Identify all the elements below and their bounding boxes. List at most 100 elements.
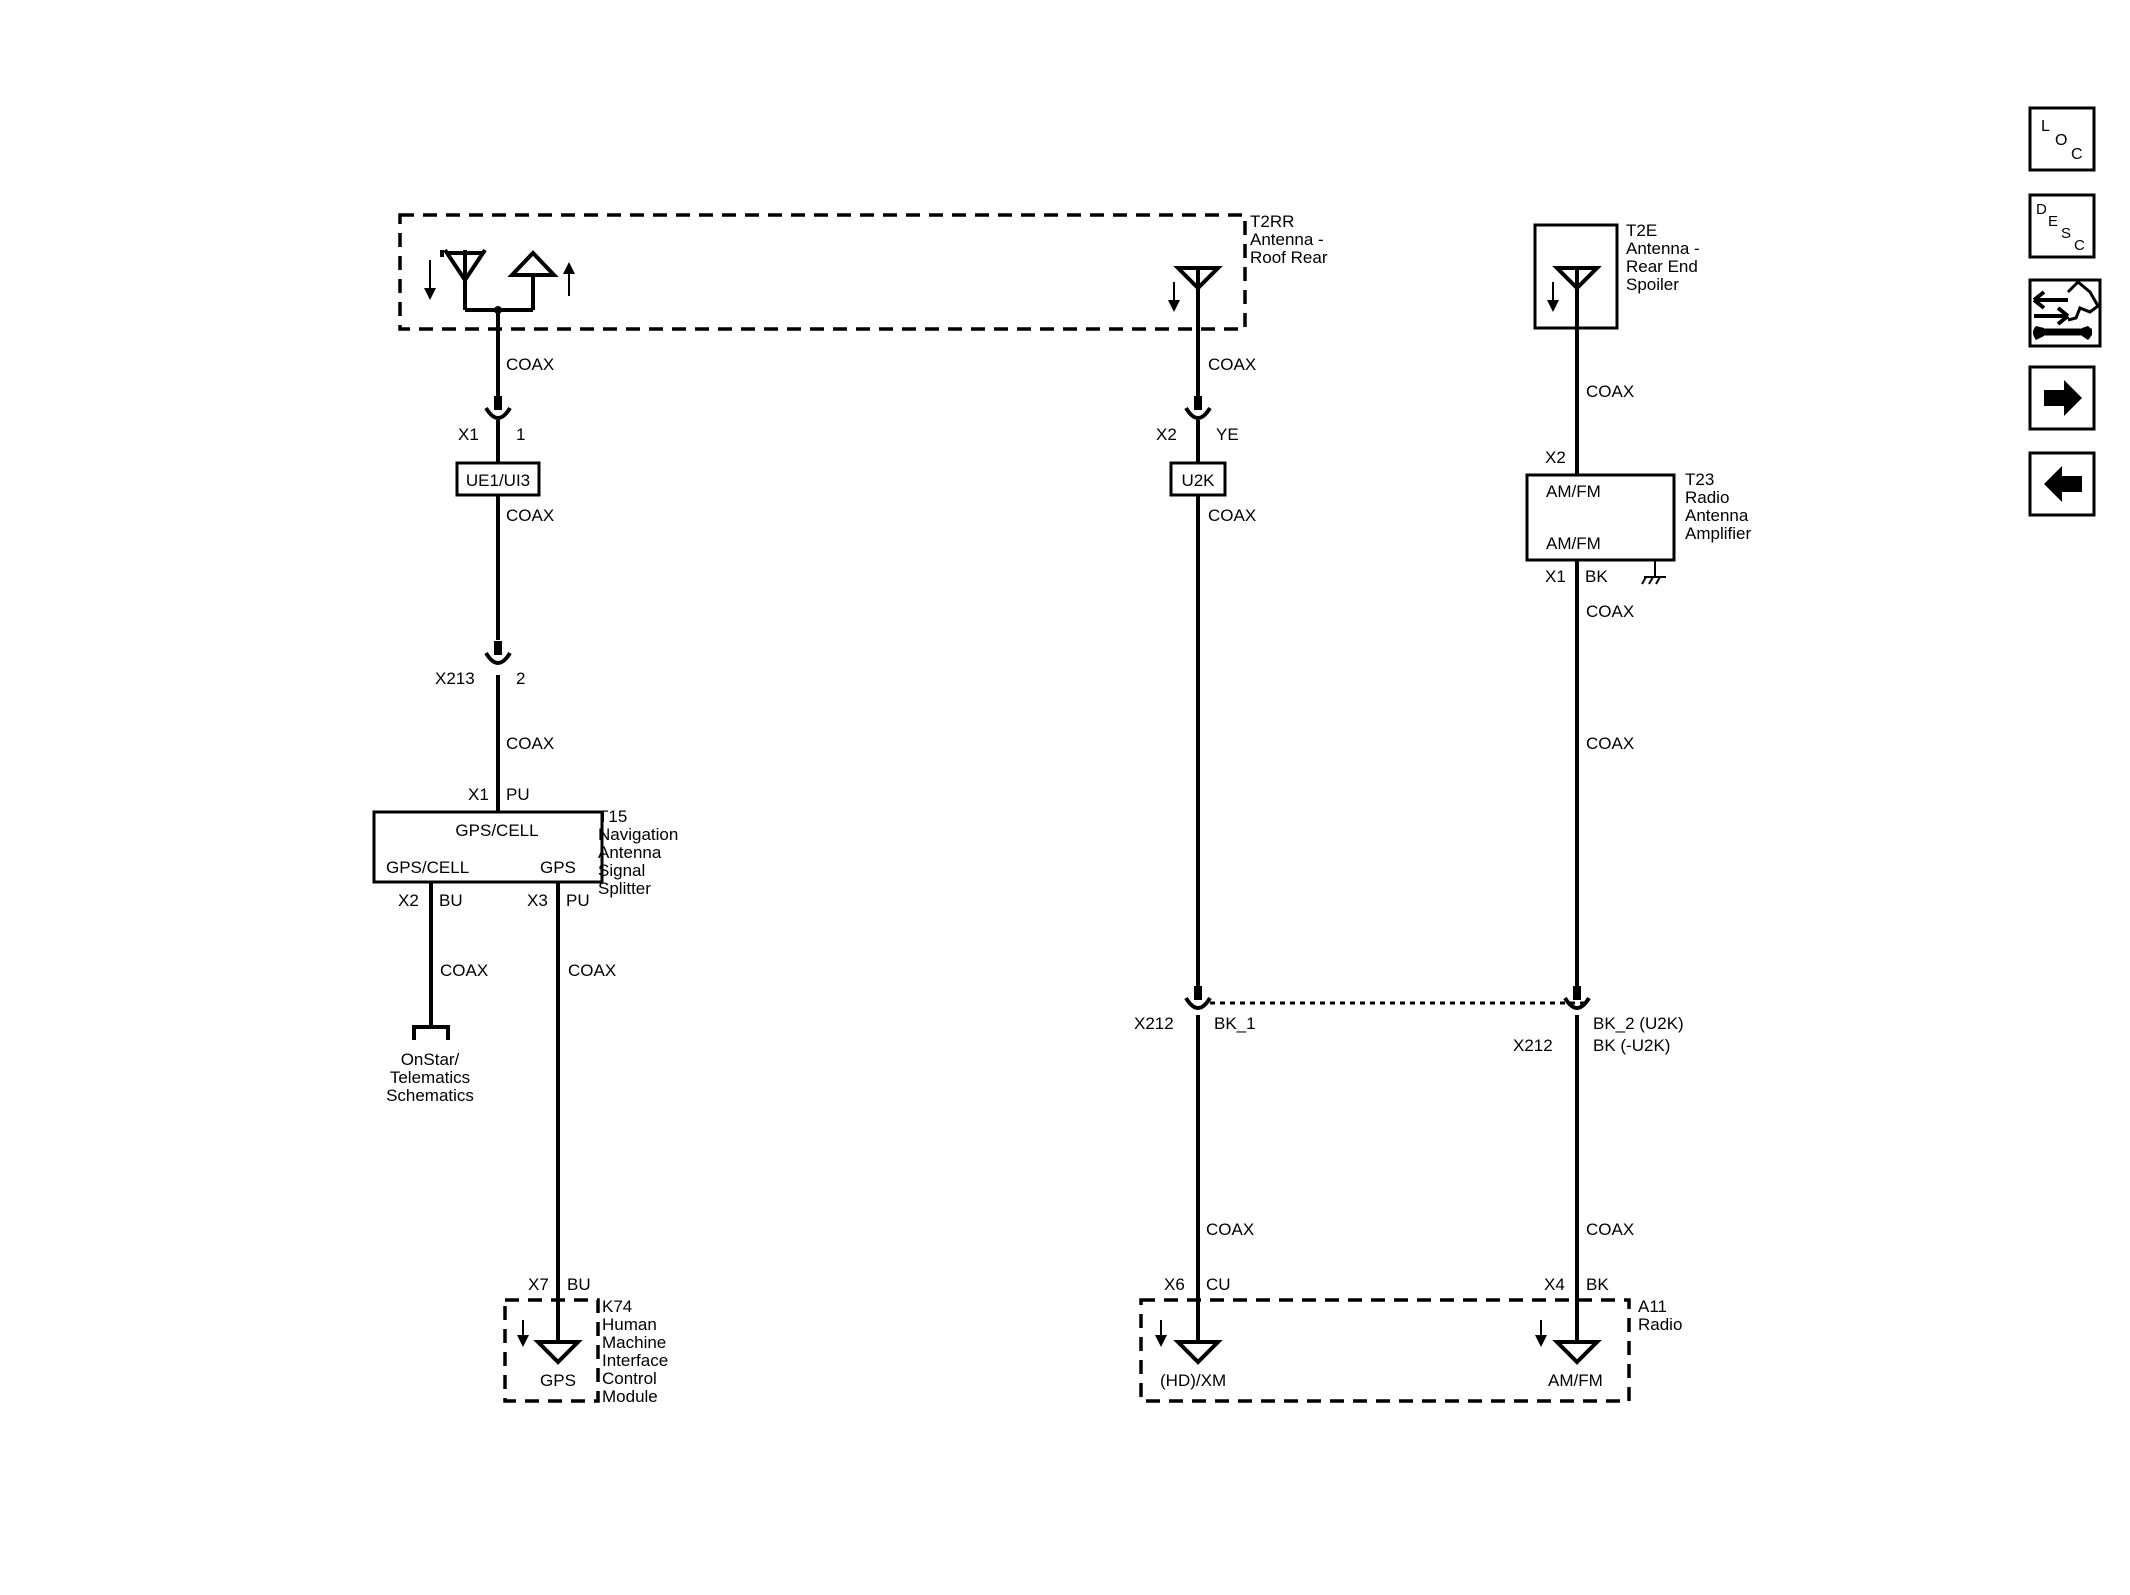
- connector-x1: X1 1: [458, 396, 525, 444]
- a11-radio: X6 CU X4 BK (HD)/XM AM/FM A11 Radio: [1139, 1275, 1682, 1403]
- svg-text:BK_2 (U2K): BK_2 (U2K): [1593, 1014, 1684, 1033]
- svg-text:X213: X213: [435, 669, 475, 688]
- ground-icon: [1641, 560, 1666, 585]
- t2rr-antenna-roof-rear: T2RR Antenna - Roof Rear: [398, 212, 1328, 331]
- previous-page-button[interactable]: [2028, 451, 2096, 517]
- description-button[interactable]: D E S C: [2028, 193, 2096, 259]
- wire-label-coax: COAX: [1586, 734, 1634, 753]
- t2rr-name-1: Antenna -: [1250, 230, 1324, 249]
- k74-human-machine-interface-control-module: X7 BU GPS K74 Human Machine Interface Co…: [503, 1275, 668, 1406]
- down-arrow-icon: [1535, 1320, 1547, 1347]
- t23-id: T23: [1685, 470, 1714, 489]
- location-button[interactable]: L O C: [2028, 106, 2096, 172]
- onstar-reference-icon: [412, 1025, 450, 1040]
- inline-connector-ue1-ui3: UE1/UI3: [455, 461, 541, 497]
- svg-text:Navigation: Navigation: [598, 825, 678, 844]
- antenna-transmit-icon: [507, 250, 559, 310]
- svg-text:GPS/CELL: GPS/CELL: [455, 821, 538, 840]
- antenna-receive-icon: [1552, 1340, 1602, 1365]
- t23-radio-antenna-amplifier: X2 AM/FM AM/FM T23 Radio Antenna Amplifi…: [1525, 448, 1751, 586]
- svg-text:E: E: [2048, 213, 2058, 230]
- right-arrow-icon: [2044, 380, 2082, 416]
- svg-text:X2: X2: [1156, 425, 1177, 444]
- svg-text:X6: X6: [1164, 1275, 1185, 1294]
- svg-text:PU: PU: [566, 891, 590, 910]
- svg-text:(HD)/XM: (HD)/XM: [1160, 1371, 1226, 1390]
- svg-text:AM/FM: AM/FM: [1546, 534, 1601, 553]
- svg-text:BU: BU: [439, 891, 463, 910]
- svg-text:GPS: GPS: [540, 858, 576, 877]
- svg-text:Radio: Radio: [1638, 1315, 1682, 1334]
- svg-text:Antenna: Antenna: [1685, 506, 1749, 525]
- down-arrow-icon: [1155, 1320, 1167, 1347]
- wire-label-coax: COAX: [506, 734, 554, 753]
- svg-text:Spoiler: Spoiler: [1626, 275, 1679, 294]
- svg-text:Rear End: Rear End: [1626, 257, 1698, 276]
- svg-text:UE1/UI3: UE1/UI3: [466, 471, 530, 490]
- svg-text:COAX: COAX: [568, 961, 616, 980]
- svg-text:D: D: [2036, 201, 2047, 218]
- svg-text:BK: BK: [1585, 567, 1608, 586]
- svg-text:X212: X212: [1513, 1036, 1553, 1055]
- svg-text:2: 2: [516, 669, 525, 688]
- svg-text:Antenna -: Antenna -: [1626, 239, 1700, 258]
- svg-text:L: L: [2041, 118, 2050, 135]
- inline-connector-u2k: U2K: [1169, 461, 1227, 497]
- t2rr-name-2: Roof Rear: [1250, 248, 1328, 267]
- svg-text:X1: X1: [1545, 567, 1566, 586]
- svg-text:X3: X3: [527, 891, 548, 910]
- connector-x212-right: X212 BK_2 (U2K) BK (-U2K): [1513, 986, 1684, 1055]
- svg-text:Signal: Signal: [598, 861, 645, 880]
- svg-text:Schematics: Schematics: [386, 1086, 474, 1105]
- connector-wrench-icon[interactable]: [2028, 278, 2102, 348]
- svg-text:Antenna: Antenna: [598, 843, 662, 862]
- t2rr-id: T2RR: [1250, 212, 1294, 231]
- svg-text:X1: X1: [468, 785, 489, 804]
- svg-text:X4: X4: [1544, 1275, 1565, 1294]
- wire-label-coax: COAX: [506, 506, 554, 525]
- up-arrow-icon: [563, 262, 575, 296]
- connector-x212-left: X212 BK_1: [1134, 986, 1256, 1033]
- svg-text:C: C: [2071, 146, 2083, 163]
- wire-label-coax: COAX: [1208, 506, 1256, 525]
- a11-id: A11: [1638, 1297, 1667, 1316]
- svg-text:AM/FM: AM/FM: [1548, 1371, 1603, 1390]
- down-arrow-icon: [1168, 282, 1180, 312]
- k74-id: K74: [602, 1297, 632, 1316]
- wire-t15-x3: X3 PU COAX: [527, 882, 616, 1340]
- connector-x2: X2 YE: [1156, 396, 1239, 444]
- svg-text:AM/FM: AM/FM: [1546, 482, 1601, 501]
- t2rr-dashed-enclosure: [398, 213, 1247, 331]
- antenna-receive-icon: [533, 1340, 583, 1365]
- down-arrow-icon: [1547, 282, 1559, 312]
- svg-text:CU: CU: [1206, 1275, 1231, 1294]
- svg-text:S: S: [2061, 225, 2071, 242]
- svg-text:OnStar/: OnStar/: [401, 1050, 460, 1069]
- down-arrow-icon: [517, 1320, 529, 1347]
- t2e-id: T2E: [1626, 221, 1657, 240]
- wire-label-coax: COAX: [1586, 1220, 1634, 1239]
- wire-label-coax: COAX: [1206, 1220, 1254, 1239]
- svg-text:BK (-U2K): BK (-U2K): [1593, 1036, 1670, 1055]
- svg-text:X1: X1: [458, 425, 479, 444]
- svg-text:Module: Module: [602, 1387, 658, 1406]
- svg-text:Control: Control: [602, 1369, 657, 1388]
- svg-text:X2: X2: [398, 891, 419, 910]
- next-page-button[interactable]: [2028, 365, 2096, 431]
- svg-text:Radio: Radio: [1685, 488, 1729, 507]
- antenna-receive-icon: [1173, 1340, 1223, 1365]
- svg-text:Interface: Interface: [602, 1351, 668, 1370]
- svg-text:GPS/CELL: GPS/CELL: [386, 858, 469, 877]
- wire-label-coax: COAX: [1208, 355, 1256, 374]
- svg-text:X2: X2: [1545, 448, 1566, 467]
- svg-text:U2K: U2K: [1181, 471, 1215, 490]
- svg-text:C: C: [2074, 237, 2085, 254]
- wire-label-coax: COAX: [1586, 382, 1634, 401]
- t2e-antenna-rear-end-spoiler: T2E Antenna - Rear End Spoiler: [1533, 221, 1700, 330]
- svg-text:Splitter: Splitter: [598, 879, 651, 898]
- down-arrow-icon: [424, 260, 436, 300]
- svg-text:BU: BU: [567, 1275, 591, 1294]
- svg-text:PU: PU: [506, 785, 530, 804]
- svg-text:1: 1: [516, 425, 525, 444]
- connector-x213: X213 2: [435, 641, 525, 688]
